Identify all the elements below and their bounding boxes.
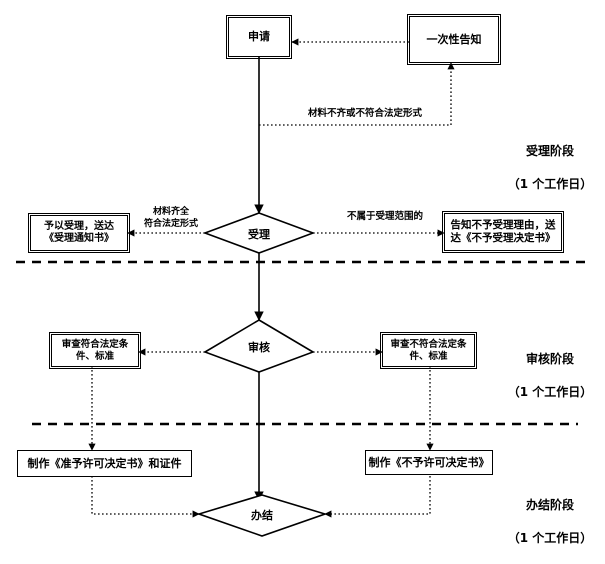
node-review-pass[interactable]: 审查符合法定条 件、标准 [49, 332, 141, 369]
node-permit-deny[interactable]: 制作《不予许可决定书》 [365, 450, 493, 475]
stage-label-acceptance-duration: （1 个工作日） [507, 176, 593, 191]
edge-grant-to-complete [91, 476, 200, 518]
edge-label-incomplete-materials: 材料不齐或不符合法定形式 [280, 96, 450, 120]
node-accept-no-label: 告知不予受理理由，送 达《不予受理决定书》 [450, 219, 556, 244]
node-accept-yes[interactable]: 予以受理，送达 《受理通知书》 [28, 213, 130, 253]
node-permit-grant-label: 制作《准予许可决定书》和证件 [27, 456, 182, 470]
stage-label-review: 审核阶段 （1 个工作日） [498, 334, 602, 417]
edge-label-out-of-scope-text: 不属于受理范围的 [346, 210, 423, 222]
node-review-fail[interactable]: 审查不符合法定条 件、标准 [380, 332, 477, 369]
edge-label-materials-complete-text: 材料齐全 符合法定形式 [143, 207, 198, 229]
node-apply[interactable]: 申请 [226, 15, 292, 59]
edge-label-incomplete-materials-text: 材料不齐或不符合法定形式 [307, 107, 422, 119]
stage-label-completion-name: 办结阶段 [525, 497, 574, 512]
edge-deny-to-complete [324, 476, 431, 518]
node-accept-yes-label: 予以受理，送达 《受理通知书》 [44, 220, 114, 244]
edge-label-out-of-scope: 不属于受理范围的 [325, 199, 445, 223]
node-one-time-notice[interactable]: 一次性告知 [407, 14, 501, 65]
stage-label-acceptance-name: 受理阶段 [525, 143, 574, 158]
stage-label-review-duration: （1 个工作日） [507, 384, 593, 399]
node-permit-deny-label: 制作《不予许可决定书》 [368, 455, 490, 469]
node-review-pass-label: 审查符合法定条 件、标准 [61, 338, 129, 362]
node-review-fail-label: 审查不符合法定条 件、标准 [390, 338, 467, 362]
node-complete[interactable]: 办结 [199, 507, 325, 523]
node-one-time-notice-label: 一次性告知 [426, 32, 482, 46]
stage-label-completion: 办结阶段 （1 个工作日） [498, 480, 602, 563]
node-permit-grant[interactable]: 制作《准予许可决定书》和证件 [17, 450, 192, 477]
stage-label-acceptance: 受理阶段 （1 个工作日） [498, 126, 602, 209]
node-accept-decision-label: 受理 [248, 228, 270, 241]
node-review-decision[interactable]: 审核 [205, 339, 313, 355]
stage-label-review-name: 审核阶段 [525, 351, 574, 366]
node-complete-label: 办结 [251, 509, 273, 522]
node-accept-no[interactable]: 告知不予受理理由，送 达《不予受理决定书》 [442, 211, 564, 253]
node-review-decision-label: 审核 [248, 341, 270, 354]
stage-label-completion-duration: （1 个工作日） [507, 530, 593, 545]
edge-label-materials-complete: 材料齐全 符合法定形式 [133, 196, 209, 230]
node-accept-decision[interactable]: 受理 [205, 226, 313, 242]
node-apply-label: 申请 [248, 30, 270, 44]
